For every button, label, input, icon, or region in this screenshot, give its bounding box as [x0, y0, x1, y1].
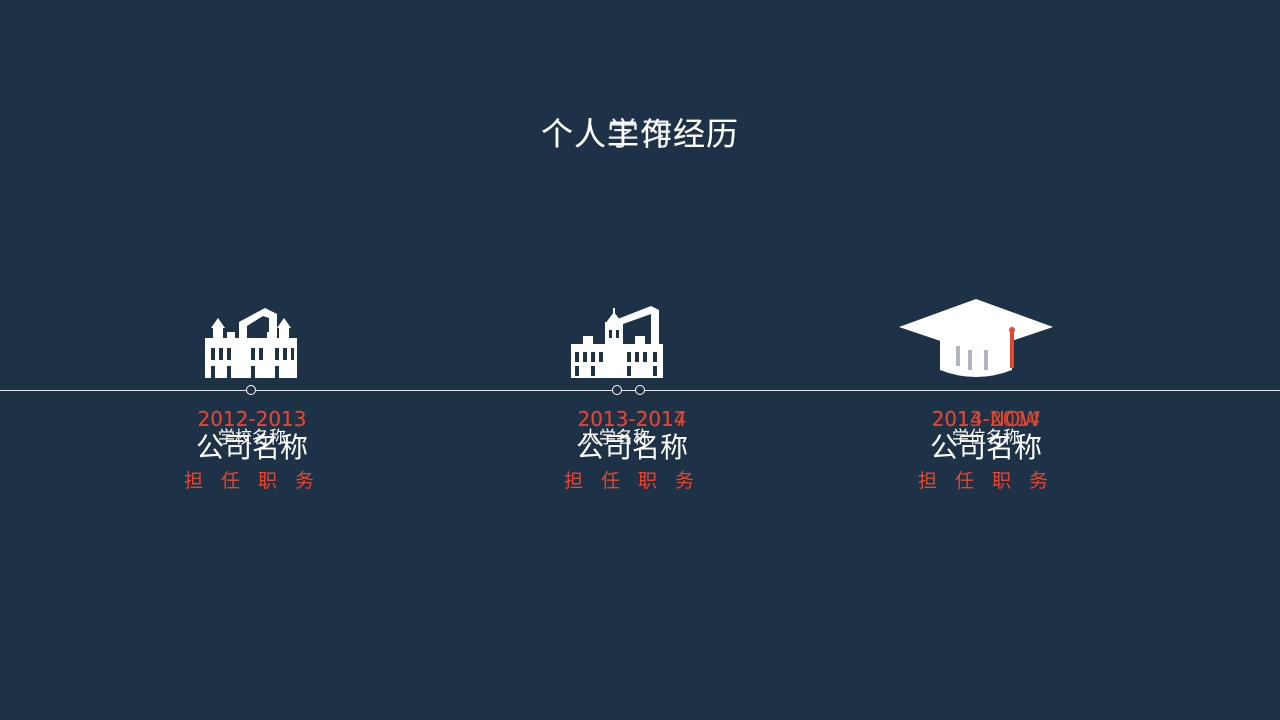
- school-name: 学校名称: [218, 428, 286, 448]
- timeline-node: [635, 385, 645, 395]
- work-years: 2012-2013: [197, 407, 307, 431]
- company-name: 公司名称: [929, 431, 1042, 464]
- timeline-node: [612, 385, 622, 395]
- work-years: 2013-2014: [577, 407, 687, 431]
- role-title: 担 任 职 务: [563, 470, 701, 492]
- work-years: 2014-NOW: [931, 407, 1041, 431]
- study-years: 2013-2017: [577, 407, 687, 431]
- page-title: 个人工作经历 个人学习经历: [0, 112, 1280, 156]
- timeline-entry-2: 2013-2014 2013-2017 大学名称 公司名称 担 任 职 务: [532, 407, 732, 507]
- study-years: 2012-2013: [197, 407, 307, 431]
- timeline-entry-1: 2012-2013 2012-2013 学校名称 公司名称 担 任 职 务: [152, 407, 352, 507]
- university-icon: [571, 306, 663, 378]
- graduation-cap-icon: [899, 299, 1053, 377]
- timeline-node: [246, 385, 256, 395]
- study-years: 2013-2014: [931, 407, 1041, 431]
- company-name: 公司名称: [575, 431, 688, 464]
- title-overlay: 个人学习经历: [540, 115, 739, 153]
- role-title: 担 任 职 务: [183, 470, 321, 492]
- school-name: 大学名称: [582, 428, 650, 448]
- company-name: 公司名称: [195, 431, 308, 464]
- school-name: 学位名称: [952, 428, 1020, 448]
- building-icon: [205, 308, 297, 378]
- title-primary: 个人工作经历: [540, 115, 739, 153]
- role-title: 担 任 职 务: [917, 470, 1055, 492]
- timeline-entry-3: 2014-NOW 2013-2014 学位名称 公司名称 担 任 职 务: [886, 407, 1086, 507]
